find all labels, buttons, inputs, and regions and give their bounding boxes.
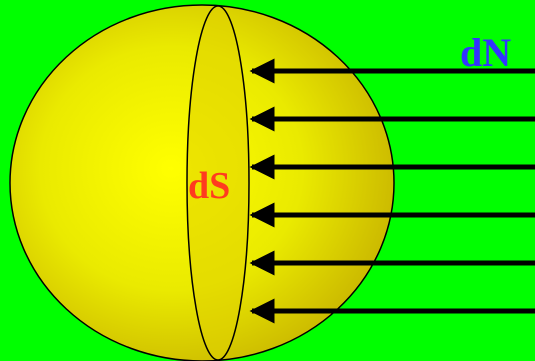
surface-label: dS [188,165,230,207]
incoming-arrows [249,58,535,324]
particles-label: dN [460,30,511,75]
surface-element-disc [186,5,250,361]
